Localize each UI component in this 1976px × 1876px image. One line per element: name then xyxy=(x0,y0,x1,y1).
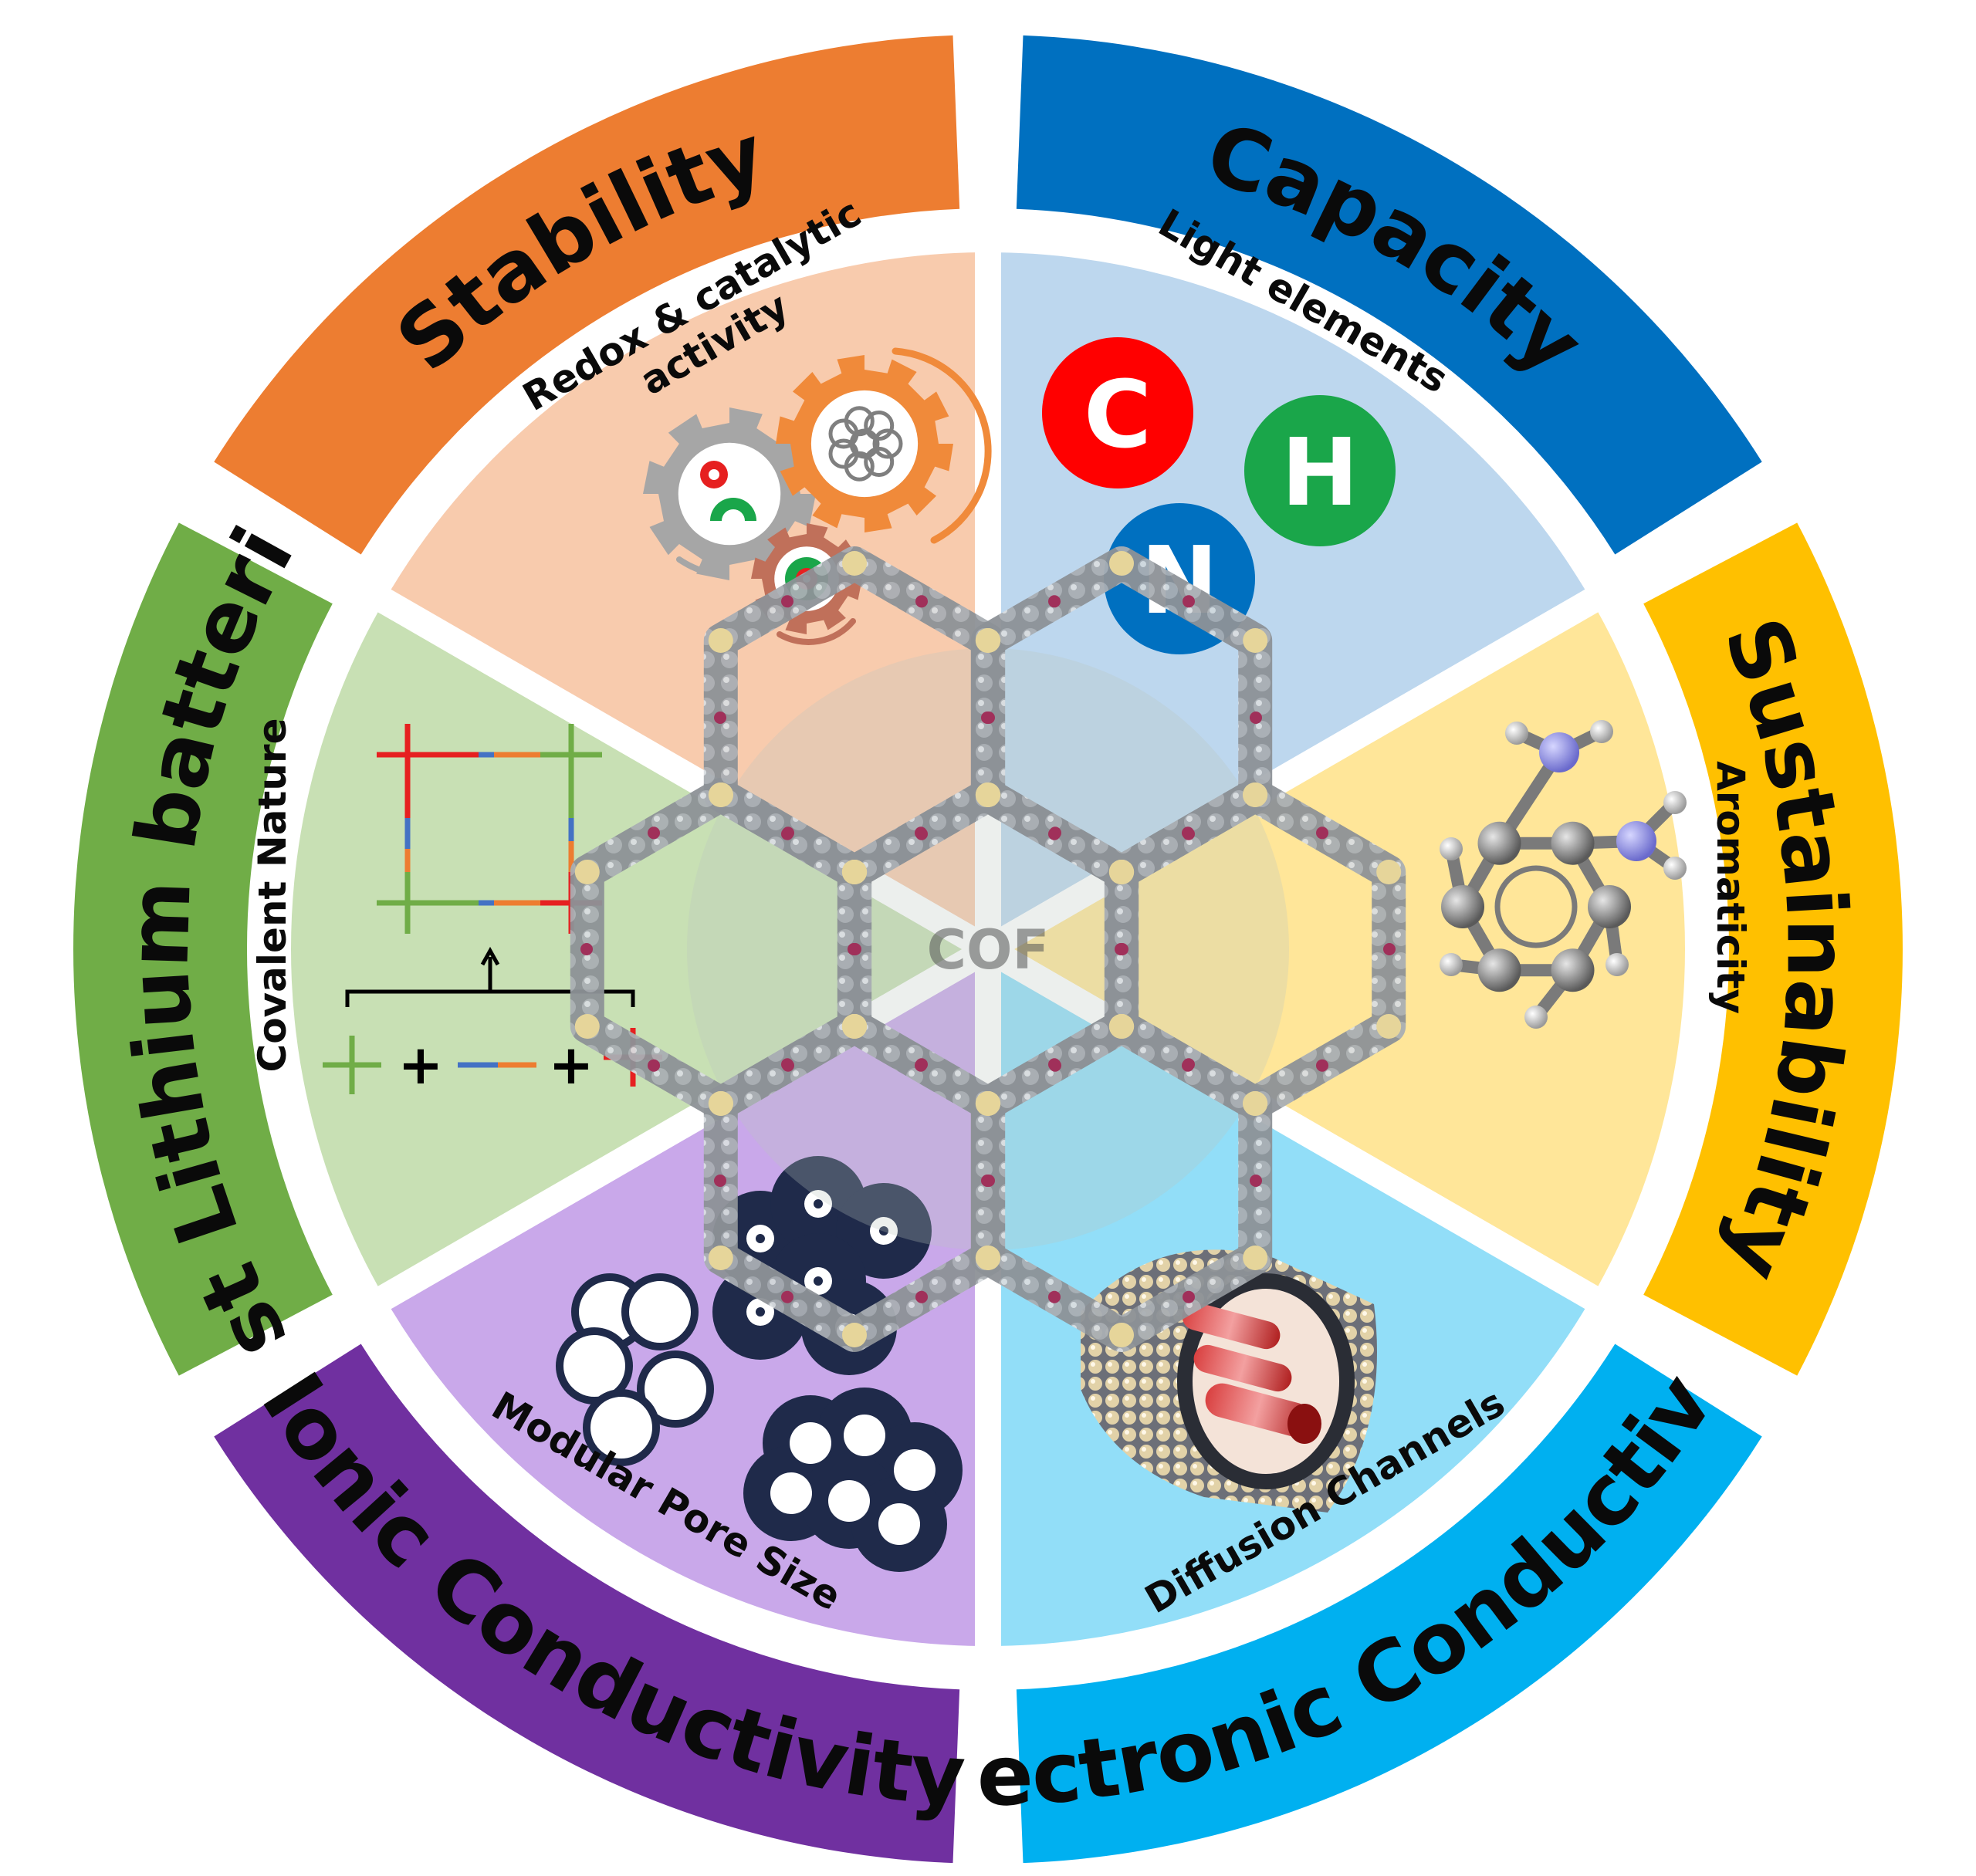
benzene-molecule-icon xyxy=(1440,720,1687,1029)
inner-sectors xyxy=(265,225,1711,1673)
sector-label-covalent-nature: Covalent Nature xyxy=(250,718,295,1073)
outer-bands xyxy=(73,35,1903,1864)
sector-modular-pore-size xyxy=(265,576,1014,1323)
sector-icons: CHN++ xyxy=(323,337,1687,1572)
element-symbol: H xyxy=(1281,420,1358,527)
arrow-arc-gray-icon xyxy=(676,556,725,578)
band-capacity xyxy=(1016,35,1762,555)
plus-symbol: + xyxy=(398,1033,444,1097)
element-circle-h: H xyxy=(1244,395,1396,546)
band-stability xyxy=(214,35,960,555)
center-cof: COF xyxy=(570,546,1406,1352)
center-label: COF xyxy=(927,918,1050,982)
element-circle-c: C xyxy=(1042,337,1193,488)
gear-orange-icon xyxy=(776,355,953,532)
arrow-arc-orange-icon xyxy=(892,347,992,544)
sector-label-aromaticity: Aromaticity xyxy=(1708,761,1753,1014)
pore-circles-icon xyxy=(556,1156,963,1572)
band-sustainability xyxy=(1643,522,1903,1376)
band-post-lithium-batteries xyxy=(73,522,333,1376)
sector-light-elements xyxy=(962,576,1711,1323)
band-electronic-conductivity xyxy=(1016,1344,1762,1864)
cof-framework-icon xyxy=(570,546,1406,1352)
band-ionic-conductivity xyxy=(214,1344,960,1864)
element-symbol: C xyxy=(1084,362,1152,469)
gear-gray-icon xyxy=(643,407,816,580)
arrow-arc-brown-icon xyxy=(777,618,856,645)
